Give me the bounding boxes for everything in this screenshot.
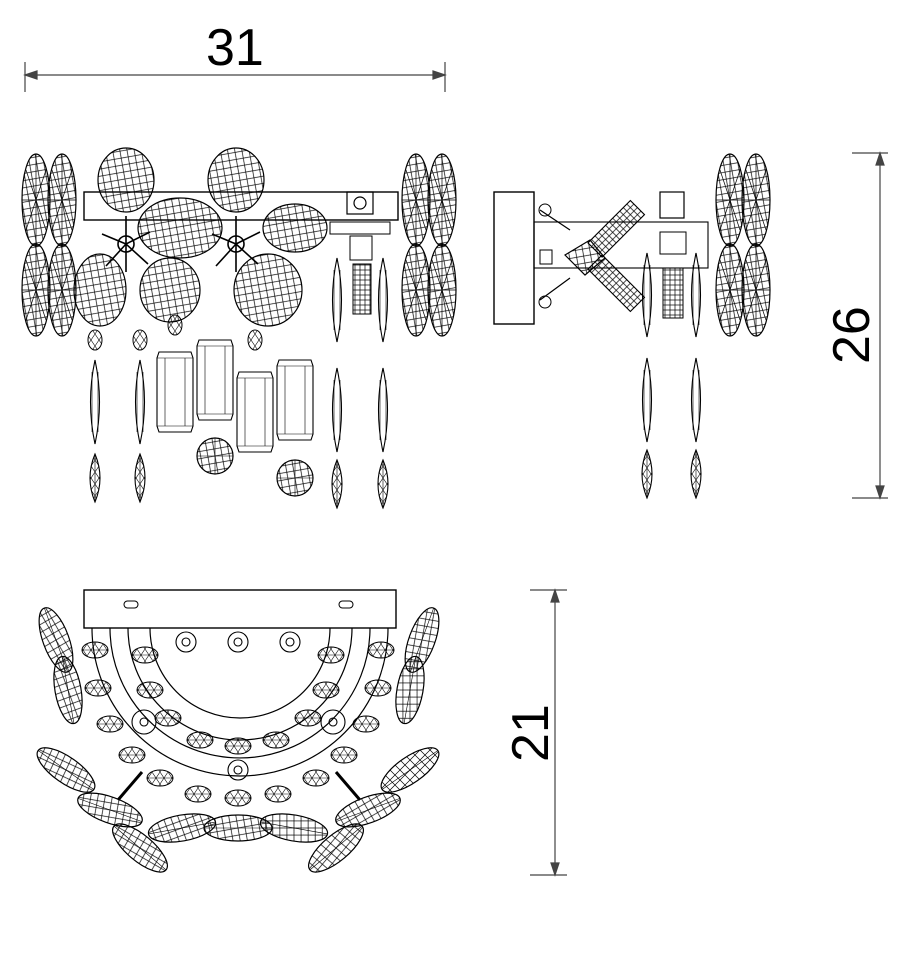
dimension-height <box>852 151 888 500</box>
top-view <box>30 589 447 881</box>
dimension-depth <box>530 588 567 877</box>
top-backplate <box>83 589 397 629</box>
dimension-depth-label: 21 <box>502 704 560 762</box>
front-view <box>21 147 457 509</box>
dimension-width-label: 31 <box>206 19 264 77</box>
side-view <box>493 153 771 499</box>
dimension-height-label: 26 <box>823 306 881 364</box>
dimension-width <box>23 62 447 92</box>
side-backplate <box>493 191 535 325</box>
